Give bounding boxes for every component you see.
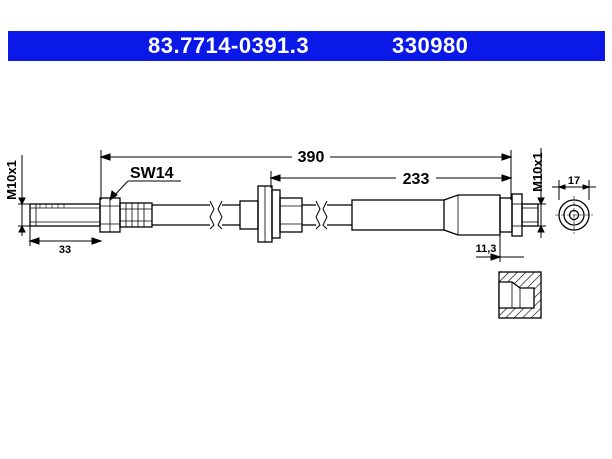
dimension-lines	[18, 148, 596, 262]
right-thread-label: M10x1	[530, 152, 545, 192]
reference-number: 330980	[392, 33, 469, 58]
end-view	[555, 196, 593, 234]
left-thread-label: M10x1	[4, 160, 19, 200]
right-fitting-length-label: 11,3	[476, 243, 497, 255]
section-detail	[498, 271, 542, 319]
end-diameter-label: 17	[568, 175, 580, 187]
wrench-size-label: SW14	[130, 165, 174, 182]
part-number: 83.7714-0391.3	[148, 33, 310, 58]
hose-body	[152, 185, 501, 243]
right-threaded-fitting	[499, 193, 539, 237]
left-threaded-fitting	[29, 197, 153, 233]
partial-length-label: 233	[403, 171, 430, 188]
overall-length-label: 390	[298, 149, 325, 166]
header-banner: 83.7714-0391.3 330980	[8, 31, 605, 61]
left-fitting-length-label: 33	[59, 244, 71, 256]
